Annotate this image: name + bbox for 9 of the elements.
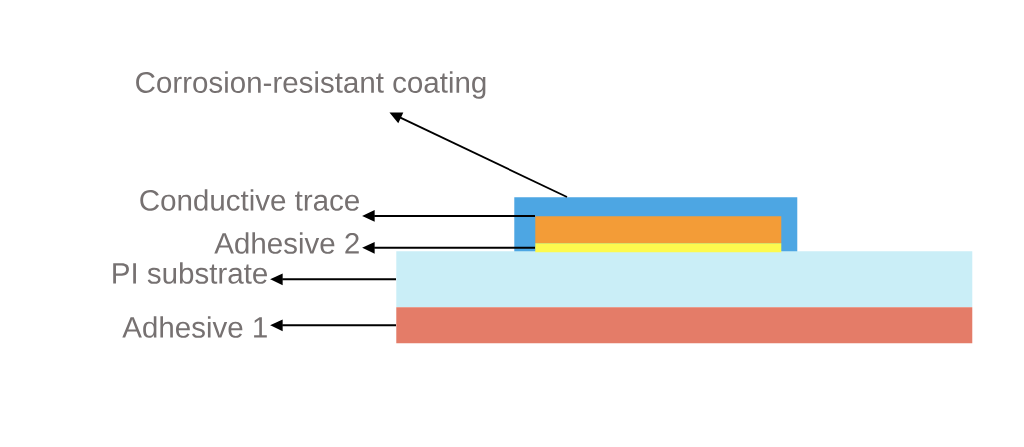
layer-label: PI substrate — [113, 262, 267, 284]
adhesive-layer — [396, 307, 973, 344]
trace-layer — [535, 216, 782, 244]
substrate-layer — [396, 251, 973, 308]
layer-label: Adhesive 1 — [122, 316, 267, 338]
adhesive-layer — [535, 243, 782, 253]
layer-label: Adhesive 2 — [214, 232, 359, 254]
layer-label: Conductive trace — [140, 189, 359, 211]
layer-label: Corrosion-resistant coating — [136, 71, 486, 99]
